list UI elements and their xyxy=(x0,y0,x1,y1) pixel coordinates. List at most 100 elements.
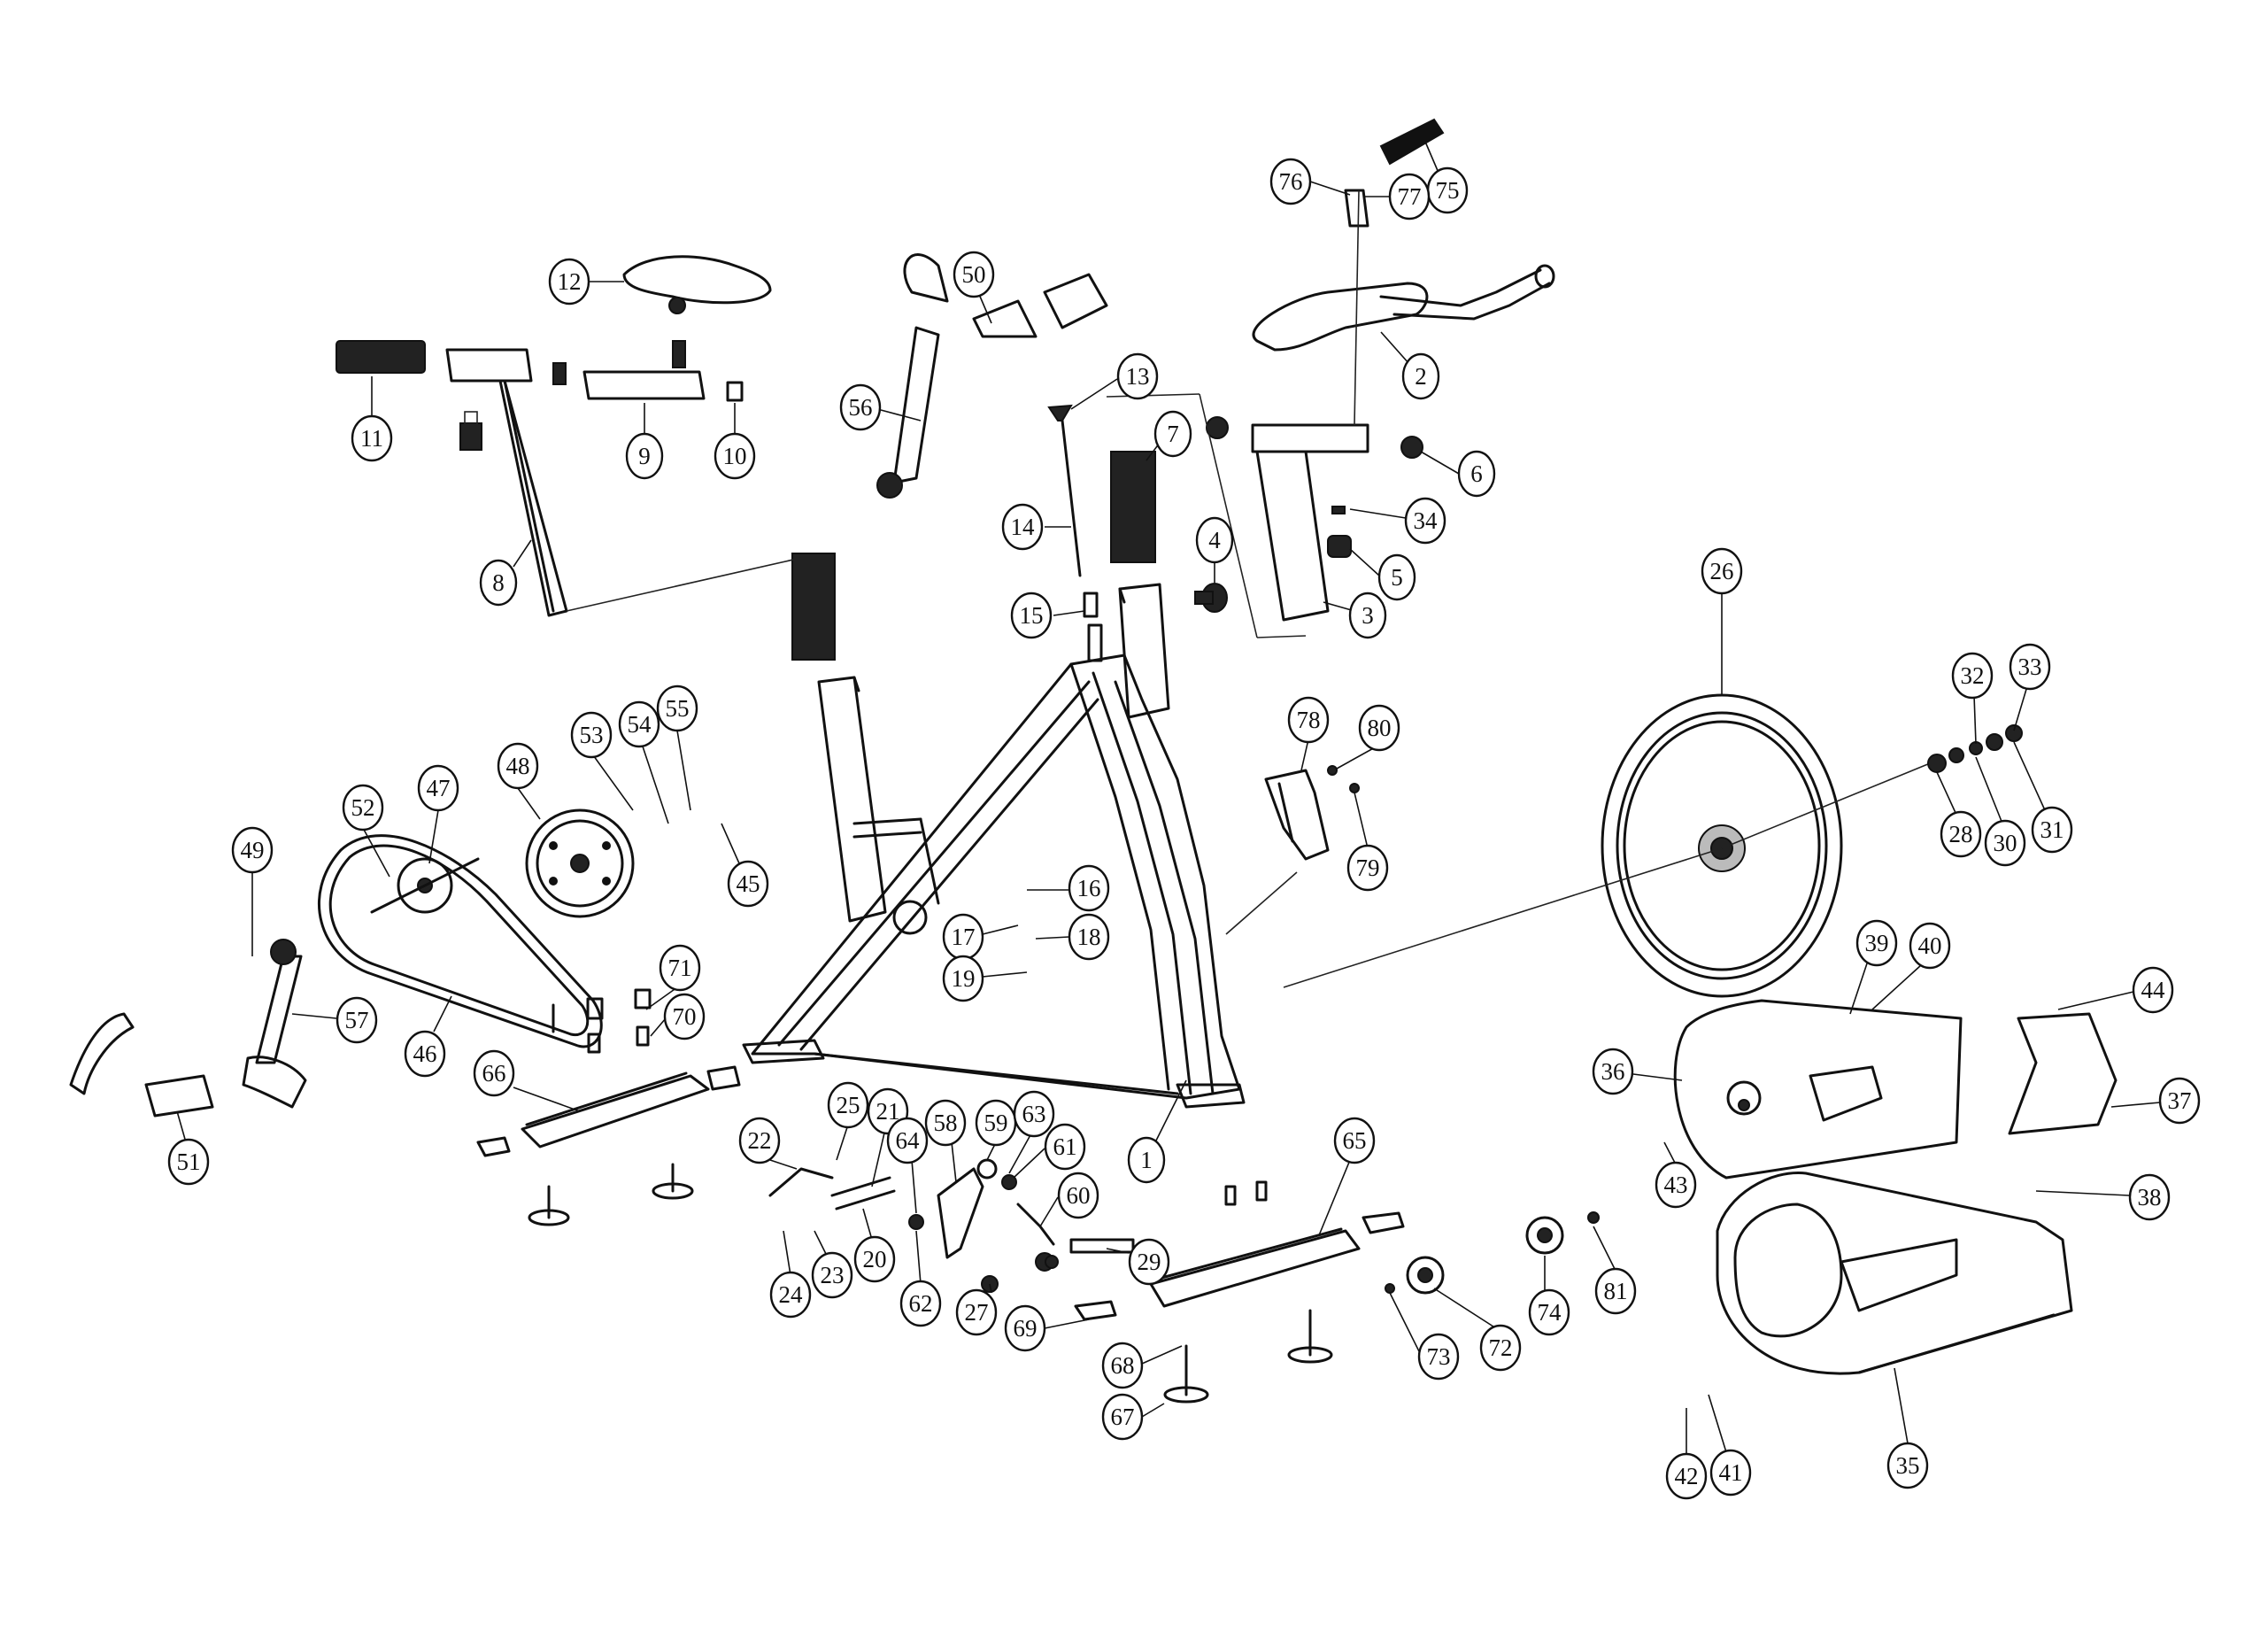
callout-56: 56 xyxy=(839,383,922,431)
handlebar-post xyxy=(1206,416,1423,622)
svg-text:43: 43 xyxy=(1664,1172,1688,1198)
svg-text:5: 5 xyxy=(1391,564,1403,591)
svg-text:42: 42 xyxy=(1675,1463,1699,1489)
svg-text:33: 33 xyxy=(2018,654,2042,680)
svg-text:39: 39 xyxy=(1865,930,1889,956)
rear-stabilizer xyxy=(476,1025,741,1226)
svg-text:35: 35 xyxy=(1896,1452,1920,1479)
seat-tube-cover xyxy=(791,553,836,661)
callout-70: 70 xyxy=(650,993,706,1040)
callout-53: 53 xyxy=(570,711,634,811)
callout-67: 67 xyxy=(1101,1393,1165,1441)
saddle xyxy=(622,255,772,314)
callout-42: 42 xyxy=(1665,1408,1708,1500)
callout-76: 76 xyxy=(1269,158,1351,205)
front-stabilizer xyxy=(1074,1180,1405,1404)
svg-text:46: 46 xyxy=(413,1040,437,1067)
svg-text:27: 27 xyxy=(965,1299,989,1326)
svg-text:76: 76 xyxy=(1279,168,1303,195)
svg-text:74: 74 xyxy=(1538,1299,1562,1326)
left-pedal xyxy=(69,1012,214,1118)
svg-text:67: 67 xyxy=(1111,1404,1135,1430)
svg-text:37: 37 xyxy=(2168,1087,2192,1114)
svg-text:30: 30 xyxy=(1994,830,2017,856)
callout-labels: 1 2 3 4 5 6 7 8 9 10 11 12 13 14 15 16 1… xyxy=(167,141,2201,1500)
callout-39: 39 xyxy=(1849,919,1898,1015)
svg-text:6: 6 xyxy=(1470,460,1483,487)
seat-tube xyxy=(817,676,940,923)
callout-74: 74 xyxy=(1528,1256,1570,1336)
svg-text:32: 32 xyxy=(1961,662,1985,689)
callout-8: 8 xyxy=(479,539,532,607)
outer-chain-cover xyxy=(1716,1171,2073,1375)
callout-16: 16 xyxy=(1027,864,1110,912)
callout-80: 80 xyxy=(1336,704,1400,770)
svg-text:57: 57 xyxy=(345,1007,369,1033)
svg-text:1: 1 xyxy=(1140,1147,1153,1173)
callout-10: 10 xyxy=(714,403,756,480)
callout-79: 79 xyxy=(1346,792,1389,892)
callout-32: 32 xyxy=(1951,652,1994,745)
callout-9: 9 xyxy=(625,403,664,480)
callout-75: 75 xyxy=(1424,141,1469,214)
svg-text:40: 40 xyxy=(1918,932,1942,959)
svg-text:16: 16 xyxy=(1077,875,1101,901)
callout-22: 22 xyxy=(738,1117,798,1170)
callout-20: 20 xyxy=(853,1208,896,1283)
svg-text:70: 70 xyxy=(673,1003,697,1030)
callout-6: 6 xyxy=(1420,450,1496,498)
callout-15: 15 xyxy=(1010,592,1085,639)
left-crank-arm xyxy=(242,939,307,1109)
console-holder xyxy=(1344,118,1445,426)
callout-7: 7 xyxy=(1146,410,1192,461)
svg-text:54: 54 xyxy=(628,711,652,738)
callout-78: 78 xyxy=(1287,696,1330,771)
svg-text:38: 38 xyxy=(2138,1184,2162,1210)
svg-text:53: 53 xyxy=(580,722,604,748)
callout-60: 60 xyxy=(1039,1172,1099,1227)
callout-26: 26 xyxy=(1701,547,1743,695)
svg-text:9: 9 xyxy=(638,443,651,469)
callout-34: 34 xyxy=(1349,497,1446,545)
svg-text:51: 51 xyxy=(177,1149,201,1175)
seat-knob xyxy=(459,411,482,451)
svg-text:66: 66 xyxy=(482,1060,506,1087)
svg-text:78: 78 xyxy=(1297,707,1321,733)
flywheel-axle-parts xyxy=(1927,724,2023,773)
svg-text:52: 52 xyxy=(351,794,375,821)
callout-63: 63 xyxy=(1008,1090,1055,1174)
svg-text:23: 23 xyxy=(821,1262,845,1288)
callout-71: 71 xyxy=(645,944,701,1010)
callout-48: 48 xyxy=(497,742,541,820)
callout-33: 33 xyxy=(2009,643,2051,731)
callout-77: 77 xyxy=(1363,173,1431,220)
svg-text:28: 28 xyxy=(1949,821,1973,847)
callout-45: 45 xyxy=(721,823,769,908)
svg-text:26: 26 xyxy=(1710,558,1734,584)
pulley-disc xyxy=(370,857,480,914)
svg-text:77: 77 xyxy=(1398,183,1422,210)
svg-text:64: 64 xyxy=(896,1127,921,1154)
svg-text:50: 50 xyxy=(962,261,986,288)
inner-chain-cover xyxy=(1673,999,1963,1180)
callout-13: 13 xyxy=(1070,352,1159,410)
callout-58: 58 xyxy=(924,1099,967,1183)
callout-62: 62 xyxy=(899,1230,942,1327)
front-wheel-parts xyxy=(1385,1211,1600,1295)
callout-68: 68 xyxy=(1101,1342,1183,1389)
svg-text:71: 71 xyxy=(668,955,692,981)
callout-2: 2 xyxy=(1380,331,1440,400)
callout-59: 59 xyxy=(975,1099,1017,1161)
callout-64: 64 xyxy=(886,1117,929,1214)
svg-text:24: 24 xyxy=(779,1281,804,1308)
callout-31: 31 xyxy=(2013,741,2073,854)
svg-text:18: 18 xyxy=(1077,924,1101,950)
seat-slider-cover xyxy=(336,340,426,374)
svg-text:45: 45 xyxy=(737,870,760,897)
svg-text:55: 55 xyxy=(666,695,690,722)
callout-12: 12 xyxy=(548,258,624,306)
svg-text:31: 31 xyxy=(2040,816,2064,843)
svg-text:58: 58 xyxy=(934,1110,958,1136)
callout-72: 72 xyxy=(1433,1288,1522,1372)
